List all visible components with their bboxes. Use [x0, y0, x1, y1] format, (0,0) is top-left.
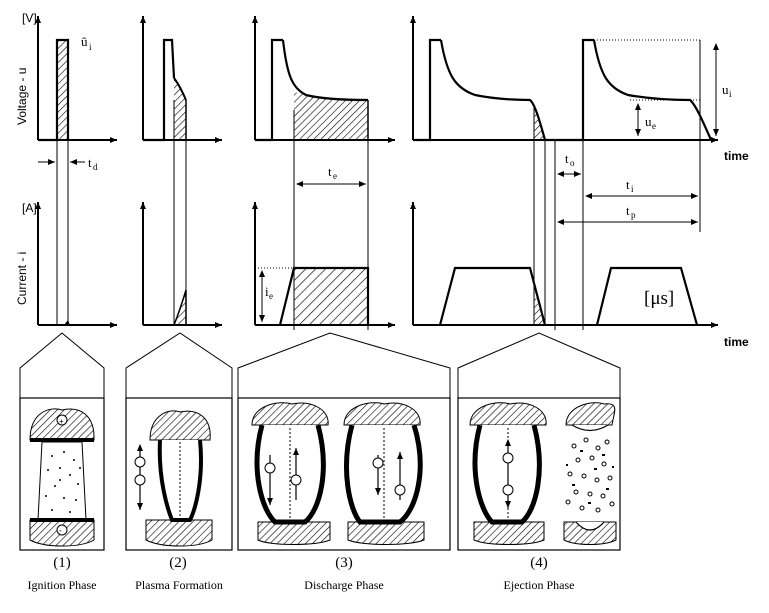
current-axis-label: Current - i — [15, 252, 29, 305]
svg-text:p: p — [631, 210, 636, 220]
panel3-voltage-plot — [252, 16, 395, 143]
discharge-voltage-symbol: u — [645, 114, 652, 129]
svg-text:o: o — [570, 158, 575, 168]
plasma-formation-box — [125, 397, 233, 551]
pulse-on-time-symbol: t — [626, 177, 630, 192]
svg-text:-: - — [59, 526, 62, 535]
phase3-caption: Discharge Phase — [304, 578, 384, 592]
pause-time-symbol: t — [565, 151, 569, 166]
panel1-voltage-plot: û i t d — [35, 16, 117, 172]
ignition-voltage-symbol: û — [81, 34, 88, 49]
phase1-caption: Ignition Phase — [27, 578, 97, 592]
phase2-caption: Plasma Formation — [135, 578, 223, 592]
discharge-current-symbol: i — [265, 284, 269, 299]
time-axis-label-voltage: time — [724, 149, 749, 163]
svg-text:+: + — [59, 417, 64, 426]
discharge-energy-area — [294, 92, 368, 140]
pulse-period-symbol: t — [626, 203, 630, 218]
phase4-number: (4) — [530, 555, 548, 571]
time-axis-label-current: time — [724, 335, 749, 349]
panel1-current-plot — [35, 140, 117, 328]
panel3-current-plot: i e — [252, 202, 395, 328]
phase3-number: (3) — [335, 555, 353, 571]
phase4-caption: Ejection Phase — [503, 578, 575, 592]
panel4-voltage-plot: u i u e time — [410, 16, 749, 163]
ejection-phase-box — [457, 397, 621, 551]
time-unit-label: [μs] — [644, 288, 674, 309]
phase1-number: (1) — [53, 555, 71, 571]
svg-text:i: i — [631, 184, 634, 194]
svg-text:d: d — [93, 162, 98, 172]
panel2-voltage-plot — [140, 16, 222, 143]
panel2-current-plot — [140, 100, 222, 328]
delay-time-symbol: t — [88, 155, 92, 170]
phase2-number: (2) — [169, 555, 187, 571]
discharge-phase-box — [237, 397, 451, 551]
zoom-funnels — [19, 332, 621, 398]
pulse-timing-markers: t o t i t p — [554, 40, 701, 330]
svg-text:e: e — [333, 171, 337, 181]
current-unit: [A] — [22, 201, 37, 215]
discharge-time-symbol: t — [328, 164, 332, 179]
open-voltage-symbol: u — [722, 82, 729, 97]
svg-text:e: e — [652, 121, 656, 131]
voltage-axis-label: Voltage - u — [15, 68, 29, 125]
voltage-unit: [V] — [22, 11, 37, 25]
panel4-current-plot: [μs] time — [410, 108, 749, 349]
svg-text:i: i — [729, 89, 732, 99]
ignition-phase-box: + - — [19, 397, 105, 551]
svg-text:i: i — [89, 42, 92, 52]
svg-text:e: e — [269, 291, 273, 301]
ignition-energy-area — [57, 40, 68, 140]
